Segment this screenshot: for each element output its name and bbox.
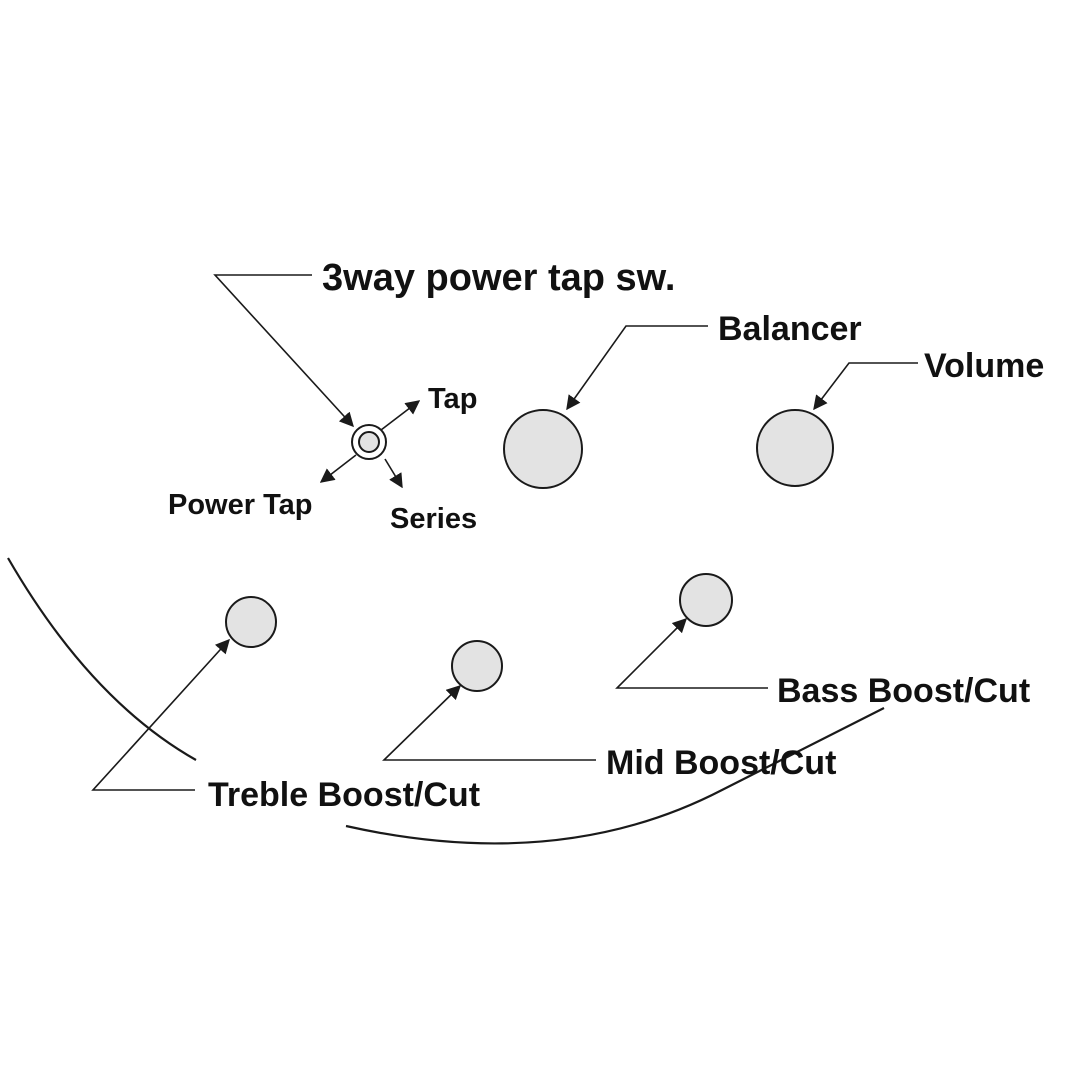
treble-leader <box>91 638 230 791</box>
tap-arrow <box>380 400 421 431</box>
switch-power-tap-label: Power Tap <box>168 489 313 521</box>
power-tap-switch[interactable] <box>351 424 387 460</box>
switch-label: 3way power tap sw. <box>322 257 675 299</box>
balancer-knob[interactable] <box>503 409 583 489</box>
balancer-leader <box>566 325 708 411</box>
series-arrow <box>384 458 403 489</box>
bass-knob[interactable] <box>679 573 733 627</box>
body-edge-bottom <box>345 707 885 845</box>
power-tap-arrow <box>319 454 357 483</box>
switch-tap-label: Tap <box>428 383 477 415</box>
mid-label: Mid Boost/Cut <box>606 744 836 782</box>
body-edge-left <box>7 557 197 761</box>
bass-label: Bass Boost/Cut <box>777 672 1030 710</box>
treble-knob[interactable] <box>225 596 277 648</box>
volume-leader <box>813 362 918 411</box>
volume-label: Volume <box>924 347 1044 385</box>
switch-leader <box>213 274 354 428</box>
mid-leader <box>382 684 596 761</box>
switch-series-label: Series <box>390 503 477 535</box>
treble-label: Treble Boost/Cut <box>208 776 480 814</box>
mid-knob[interactable] <box>451 640 503 692</box>
bass-leader <box>615 617 768 689</box>
volume-knob[interactable] <box>756 409 834 487</box>
balancer-label: Balancer <box>718 310 862 348</box>
